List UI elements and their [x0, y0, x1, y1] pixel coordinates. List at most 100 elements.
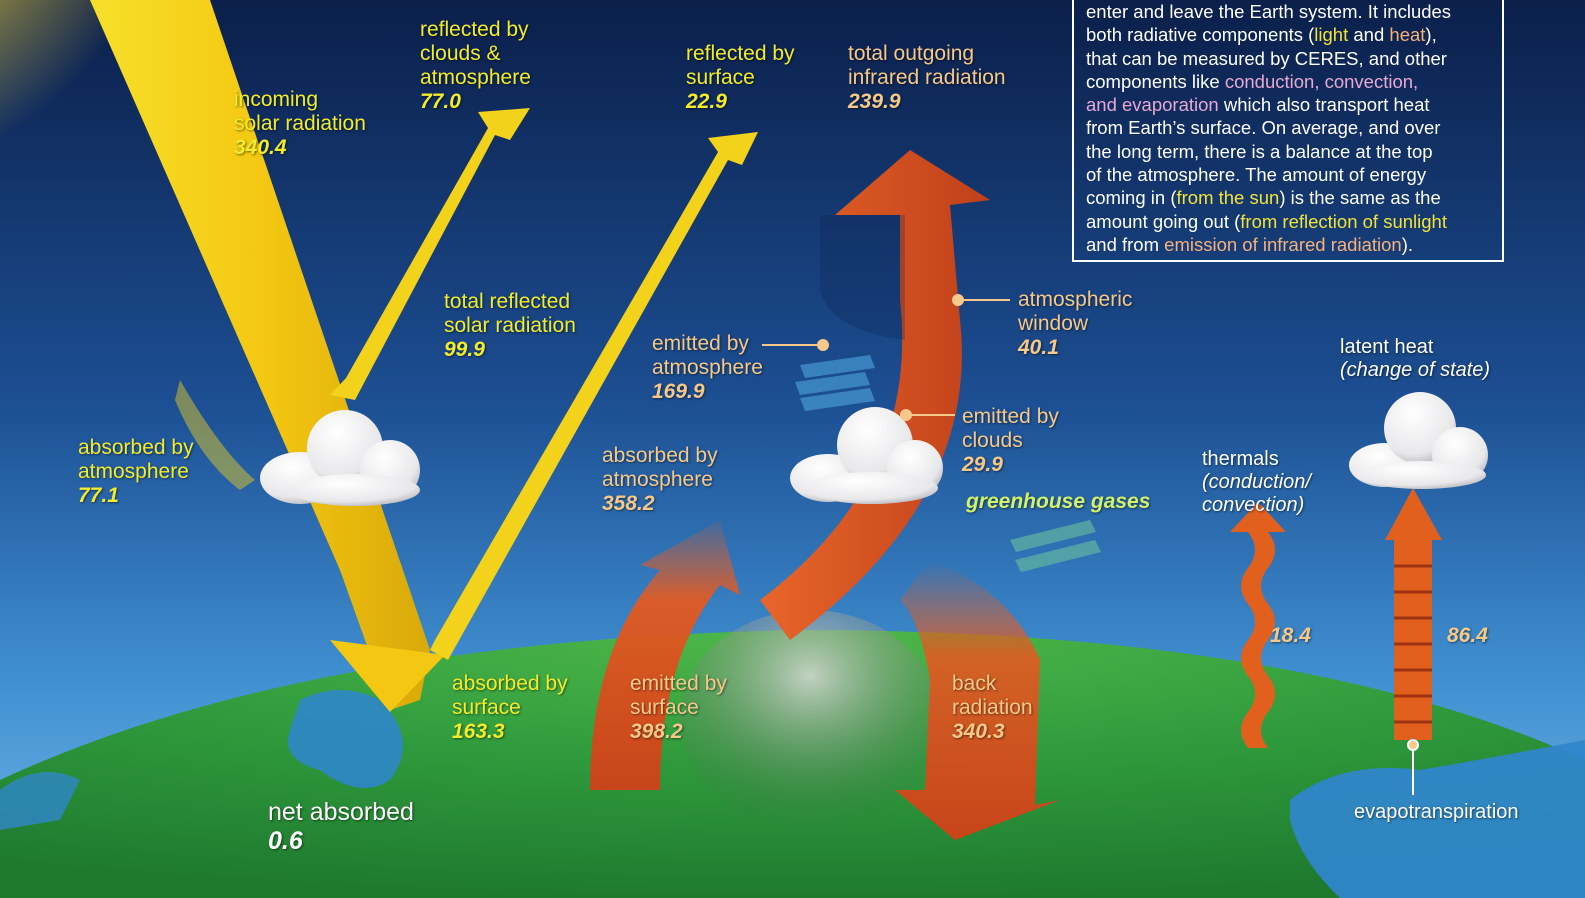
label-thermals-value: 18.4: [1270, 624, 1311, 648]
label-thermals: thermals (conduction/ convection): [1202, 448, 1311, 517]
label-reflected-clouds: reflected by clouds & atmosphere 77.0: [420, 18, 531, 114]
label-total-reflected: total reflected solar radiation 99.9: [444, 290, 576, 362]
label-reflected-surface-line1: reflected by: [686, 42, 795, 65]
label-total-reflected-value: 99.9: [444, 338, 485, 361]
info-line-9: coming in (from the sun) is the same as …: [1086, 186, 1490, 209]
label-total-reflected-line2: solar radiation: [444, 314, 576, 337]
info-line-2c: and: [1348, 24, 1390, 46]
info-line-5b: which also transport heat: [1218, 94, 1430, 116]
label-evapotranspiration: evapotranspiration: [1354, 800, 1519, 824]
info-line-1: enter and leave the Earth system. It inc…: [1086, 0, 1490, 23]
info-line-5: and evaporation which also transport hea…: [1086, 93, 1490, 116]
label-greenhouse-gases-text: greenhouse gases: [966, 490, 1151, 513]
info-line-1-text: enter and leave the Earth system. It inc…: [1086, 1, 1452, 22]
label-absorbed-atm-solar: absorbed by atmosphere 77.1: [78, 436, 194, 508]
label-total-outgoing-value: 239.9: [848, 90, 901, 113]
label-absorbed-atm-solar-value: 77.1: [78, 484, 119, 507]
info-line-6-text: from Earth’s surface. On average, and ov…: [1086, 117, 1441, 139]
label-net-absorbed-line1: net absorbed: [268, 798, 414, 826]
label-emitted-surface-line1: emitted by: [630, 672, 727, 695]
label-absorbed-surface: absorbed by surface 163.3: [452, 672, 568, 744]
back-radiation-arrow: [895, 560, 1060, 840]
label-latent-heat-line2: (change of state): [1340, 359, 1491, 381]
label-back-radiation: back radiation 340.3: [952, 672, 1033, 744]
label-absorbed-atm-ir-line1: absorbed by: [602, 444, 718, 467]
info-line-8-text: of the atmosphere. The amount of energy: [1086, 164, 1427, 186]
info-line-3: that can be measured by CERES, and other: [1086, 47, 1490, 70]
latent-value: 86.4: [1447, 624, 1488, 647]
label-atm-window: atmospheric window 40.1: [1018, 288, 1132, 360]
label-total-outgoing-line1: total outgoing: [848, 42, 975, 65]
info-line-11c: ).: [1401, 233, 1414, 255]
label-reflected-clouds-line3: atmosphere: [420, 66, 531, 89]
label-atm-window-value: 40.1: [1018, 336, 1059, 359]
info-text-box: enter and leave the Earth system. It inc…: [1072, 0, 1504, 262]
label-reflected-surface-value: 22.9: [686, 90, 727, 113]
label-incoming-solar-line1: incoming: [234, 88, 319, 111]
label-latent-value: 86.4: [1447, 624, 1488, 648]
label-absorbed-atm-ir-line2: atmosphere: [602, 468, 713, 491]
label-incoming-solar-value: 340.4: [234, 136, 287, 159]
info-line-4a: components like: [1086, 70, 1225, 92]
info-line-2b: light: [1314, 24, 1349, 46]
info-line-9b: from the sun: [1176, 187, 1280, 209]
label-latent-heat: latent heat (change of state): [1340, 336, 1490, 382]
info-line-11: and from emission of infrared radiation)…: [1086, 233, 1490, 256]
info-line-2: both radiative components (light and hea…: [1086, 23, 1490, 46]
latent-heat-arrow: [1385, 488, 1442, 740]
info-line-7: the long term, there is a balance at the…: [1086, 140, 1490, 163]
info-line-11b: emission of infrared radiation: [1164, 233, 1402, 255]
reflected-clouds-arrow: [330, 108, 530, 400]
info-line-9c: ) is the same as the: [1279, 187, 1441, 209]
absorbed-atm-solar-fade: [175, 380, 255, 490]
label-reflected-clouds-line2: clouds &: [420, 42, 501, 65]
label-emitted-clouds-line1: emitted by: [962, 405, 1059, 428]
label-emitted-surface-value: 398.2: [630, 720, 683, 743]
ocean-left: [288, 690, 403, 788]
label-incoming-solar: incoming solar radiation 340.4: [234, 88, 366, 160]
label-atm-window-line2: window: [1018, 312, 1089, 335]
info-line-4d: convection: [1324, 70, 1414, 92]
label-emitted-atm-line2: atmosphere: [652, 356, 763, 379]
label-absorbed-atm-solar-line2: atmosphere: [78, 460, 189, 483]
label-thermals-line3: convection): [1202, 494, 1305, 516]
label-incoming-solar-line2: solar radiation: [234, 112, 366, 135]
info-line-2a: both radiative components (: [1086, 24, 1315, 46]
label-reflected-surface-line2: surface: [686, 66, 755, 89]
emitted-surface-arrow: [590, 520, 740, 790]
cloud-right: [1349, 392, 1488, 489]
info-line-4e: ,: [1413, 70, 1419, 92]
info-line-10a: amount going out (: [1086, 210, 1241, 232]
info-line-5a: and evaporation: [1086, 94, 1219, 116]
label-net-absorbed-value: 0.6: [268, 827, 303, 855]
outgoing-infrared-arrow: [760, 150, 990, 640]
info-line-4: components like conduction, convection,: [1086, 70, 1490, 93]
info-line-10b: from reflection of sunlight: [1240, 210, 1447, 232]
label-total-outgoing: total outgoing infrared radiation 239.9: [848, 42, 1006, 114]
info-line-8: of the atmosphere. The amount of energy: [1086, 163, 1490, 186]
mountain: [680, 610, 940, 830]
leader-lines: [762, 294, 1010, 421]
info-line-3-text: that can be measured by CERES, and other: [1086, 47, 1447, 69]
incoming-solar-arrowhead: [330, 640, 445, 712]
info-line-4c: ,: [1314, 70, 1325, 92]
label-total-reflected-line1: total reflected: [444, 290, 571, 313]
info-line-4b: conduction: [1224, 70, 1315, 92]
info-line-7-text: the long term, there is a balance at the…: [1086, 140, 1433, 162]
info-line-11a: and from: [1086, 233, 1165, 255]
label-total-outgoing-line2: infrared radiation: [848, 66, 1006, 89]
label-emitted-atm-line1: emitted by: [652, 332, 749, 355]
label-absorbed-atm-ir: absorbed by atmosphere 358.2: [602, 444, 718, 516]
info-line-10: amount going out (from reflection of sun…: [1086, 210, 1490, 233]
info-line-9a: coming in (: [1086, 187, 1177, 209]
incoming-solar-beam: [90, 0, 430, 710]
label-absorbed-surface-value: 163.3: [452, 720, 505, 743]
thermals-value: 18.4: [1270, 624, 1311, 647]
label-greenhouse-gases: greenhouse gases: [966, 490, 1150, 514]
ocean-right: [1290, 740, 1585, 898]
label-absorbed-surface-line2: surface: [452, 696, 521, 719]
outgoing-infrared-fade: [820, 215, 905, 340]
label-absorbed-atm-ir-value: 358.2: [602, 492, 655, 515]
label-thermals-line1: thermals: [1202, 448, 1279, 470]
